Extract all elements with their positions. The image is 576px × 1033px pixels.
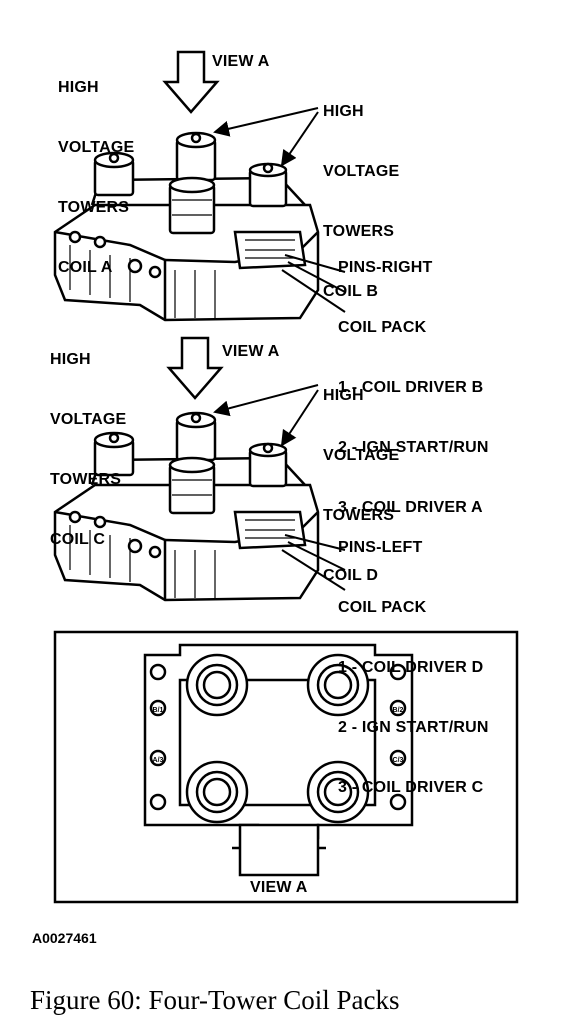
- pin-item: 1 - COIL DRIVER B: [338, 379, 484, 396]
- pins-right-subtitle: COIL PACK: [338, 319, 427, 336]
- label-coil-b-line: TOWERS: [323, 223, 395, 240]
- label-coil-b-line: HIGH: [323, 103, 364, 120]
- view-label-top: VIEW A: [212, 53, 270, 70]
- pin-item: 2 - IGN START/RUN: [338, 439, 489, 456]
- pin-item: 2 - IGN START/RUN: [338, 719, 489, 736]
- label-coil-d-line: HIGH: [323, 387, 364, 404]
- view-arrow-bottom: [166, 336, 224, 400]
- leader-lines-top: [213, 107, 319, 167]
- label-coil-a-line: COIL A: [58, 259, 113, 276]
- view-a-panel-label: VIEW A: [250, 879, 308, 896]
- pin-item: 1 - COIL DRIVER D: [338, 659, 484, 676]
- label-coil-a: HIGH VOLTAGE TOWERS COIL A: [58, 38, 134, 298]
- pins-left-subtitle: COIL PACK: [338, 599, 427, 616]
- pin-item: 3 - COIL DRIVER C: [338, 779, 484, 796]
- terminal-label-a3: A/3: [153, 757, 164, 764]
- view-a-panel: B/1 B/2 A/3 C/3: [53, 630, 519, 904]
- label-coil-c: HIGH VOLTAGE TOWERS COIL C: [50, 310, 126, 570]
- label-coil-d-line: VOLTAGE: [323, 447, 400, 464]
- figure-caption: Figure 60: Four-Tower Coil Packs: [30, 985, 400, 1015]
- figure-code: A0027461: [32, 930, 97, 946]
- terminal-label-b1: B/1: [153, 707, 164, 714]
- label-coil-d-line: TOWERS: [323, 507, 395, 524]
- label-coil-d: HIGH VOLTAGE TOWERS COIL D: [323, 346, 399, 606]
- terminal-label-c3: C/3: [393, 757, 404, 764]
- label-coil-c-line: HIGH: [50, 351, 91, 368]
- leader-lines-bottom: [213, 384, 319, 447]
- label-coil-a-line: TOWERS: [58, 199, 130, 216]
- pins-left-block: PINS-LEFT COIL PACK 1 - COIL DRIVER D 2 …: [338, 498, 489, 818]
- terminal-label-b2: B/2: [393, 707, 404, 714]
- pins-left-title: PINS-LEFT: [338, 539, 423, 556]
- pins-right-title: PINS-RIGHT: [338, 259, 433, 276]
- bottom-coil-pack: [53, 411, 346, 602]
- label-coil-c-line: COIL C: [50, 531, 106, 548]
- view-label-bottom: VIEW A: [222, 343, 280, 360]
- pins-right-block: PINS-RIGHT COIL PACK 1 - COIL DRIVER B 2…: [338, 218, 489, 538]
- label-coil-d-line: COIL D: [323, 567, 379, 584]
- label-coil-b: HIGH VOLTAGE TOWERS COIL B: [323, 62, 399, 322]
- view-arrow-top: [162, 50, 220, 114]
- label-coil-a-line: VOLTAGE: [58, 139, 135, 156]
- top-coil-pack: [53, 131, 346, 322]
- label-coil-c-line: TOWERS: [50, 471, 122, 488]
- pin-item: 3 - COIL DRIVER A: [338, 499, 483, 516]
- label-coil-a-line: HIGH: [58, 79, 99, 96]
- label-coil-c-line: VOLTAGE: [50, 411, 127, 428]
- label-coil-b-line: VOLTAGE: [323, 163, 400, 180]
- label-coil-b-line: COIL B: [323, 283, 379, 300]
